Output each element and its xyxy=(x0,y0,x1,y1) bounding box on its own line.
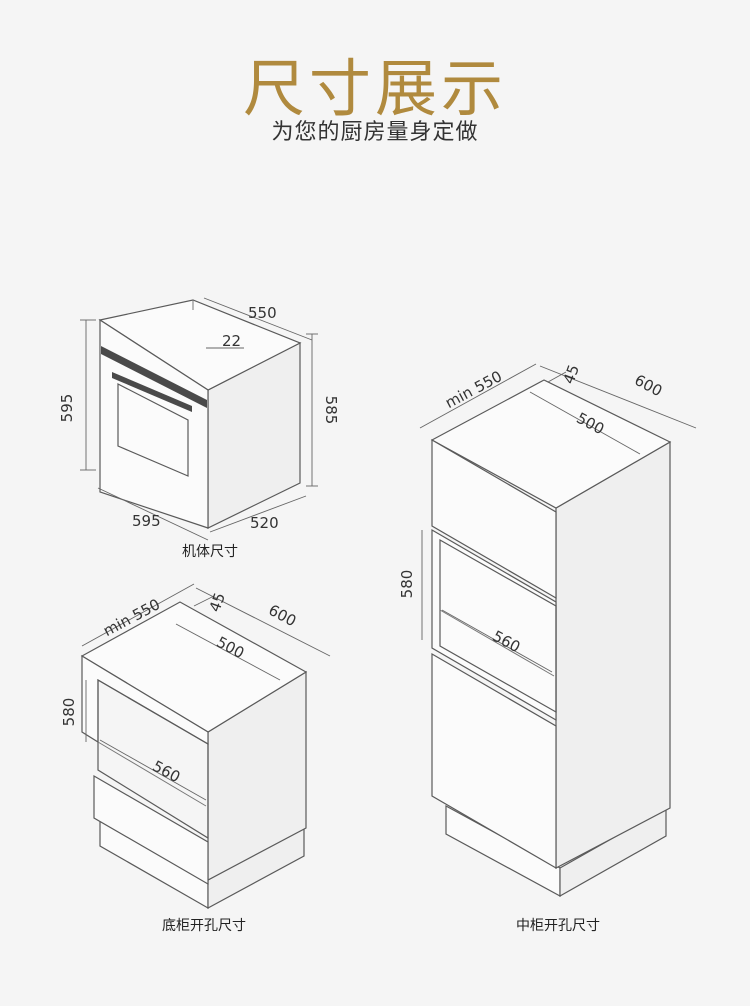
oven-diagram: 550 22 595 585 595 520 机体尺寸 xyxy=(58,297,340,560)
base-cabinet-diagram: min 550 45 600 500 580 560 底柜开孔尺寸 xyxy=(60,583,331,934)
base-opening xyxy=(97,678,209,840)
tall-dim-line-600 xyxy=(539,365,697,429)
oven-front-panel xyxy=(99,318,209,529)
dim-line-520 xyxy=(209,495,307,533)
dim-550-label: 550 xyxy=(248,304,277,322)
dim-585-label: 585 xyxy=(322,396,340,425)
dim-595-height-label: 595 xyxy=(58,394,76,423)
dim-line-500 xyxy=(175,623,281,681)
tall-cabinet-diagram: min 550 45 600 500 580 560 中柜开孔尺寸 xyxy=(398,362,697,934)
tall-opening xyxy=(439,538,557,714)
dim-560-label: 560 xyxy=(149,757,183,786)
tall-cabinet-caption: 中柜开孔尺寸 xyxy=(516,918,600,934)
tall-dim-600-label: 600 xyxy=(631,371,665,400)
dim-line-560 xyxy=(99,739,207,801)
tall-lower-door xyxy=(431,652,557,870)
dim-line-min550 xyxy=(81,583,195,647)
dim-520-label: 520 xyxy=(250,514,279,532)
dim-45-label: 45 xyxy=(206,590,229,614)
base-cabinet-caption: 底柜开孔尺寸 xyxy=(162,918,246,934)
dim-line-600 xyxy=(195,587,331,657)
base-drawer xyxy=(93,774,209,886)
dim-595-width-label: 595 xyxy=(132,512,161,530)
tall-cabinet-top xyxy=(430,379,672,509)
dim-22-label: 22 xyxy=(222,332,241,350)
page-title: 尺寸展示 xyxy=(242,52,507,125)
tall-cabinet-side xyxy=(555,440,671,869)
oven-control-strip xyxy=(101,346,207,408)
tall-dim-line-500 xyxy=(529,391,641,455)
dim-line-550 xyxy=(203,297,313,341)
tall-upper-door xyxy=(431,438,557,600)
oven-caption: 机体尺寸 xyxy=(182,544,238,560)
oven-window xyxy=(117,383,189,477)
tall-dim-line-min550 xyxy=(419,363,537,429)
tall-dim-line-560 xyxy=(441,609,553,673)
tall-dim-580-label: 580 xyxy=(398,570,416,599)
dim-line-595-width xyxy=(97,487,209,541)
dim-580-label: 580 xyxy=(60,698,78,727)
oven-door-handle xyxy=(112,372,192,412)
tall-dim-45-label: 45 xyxy=(560,362,583,386)
page-subtitle: 为您的厨房量身定做 xyxy=(271,120,479,145)
